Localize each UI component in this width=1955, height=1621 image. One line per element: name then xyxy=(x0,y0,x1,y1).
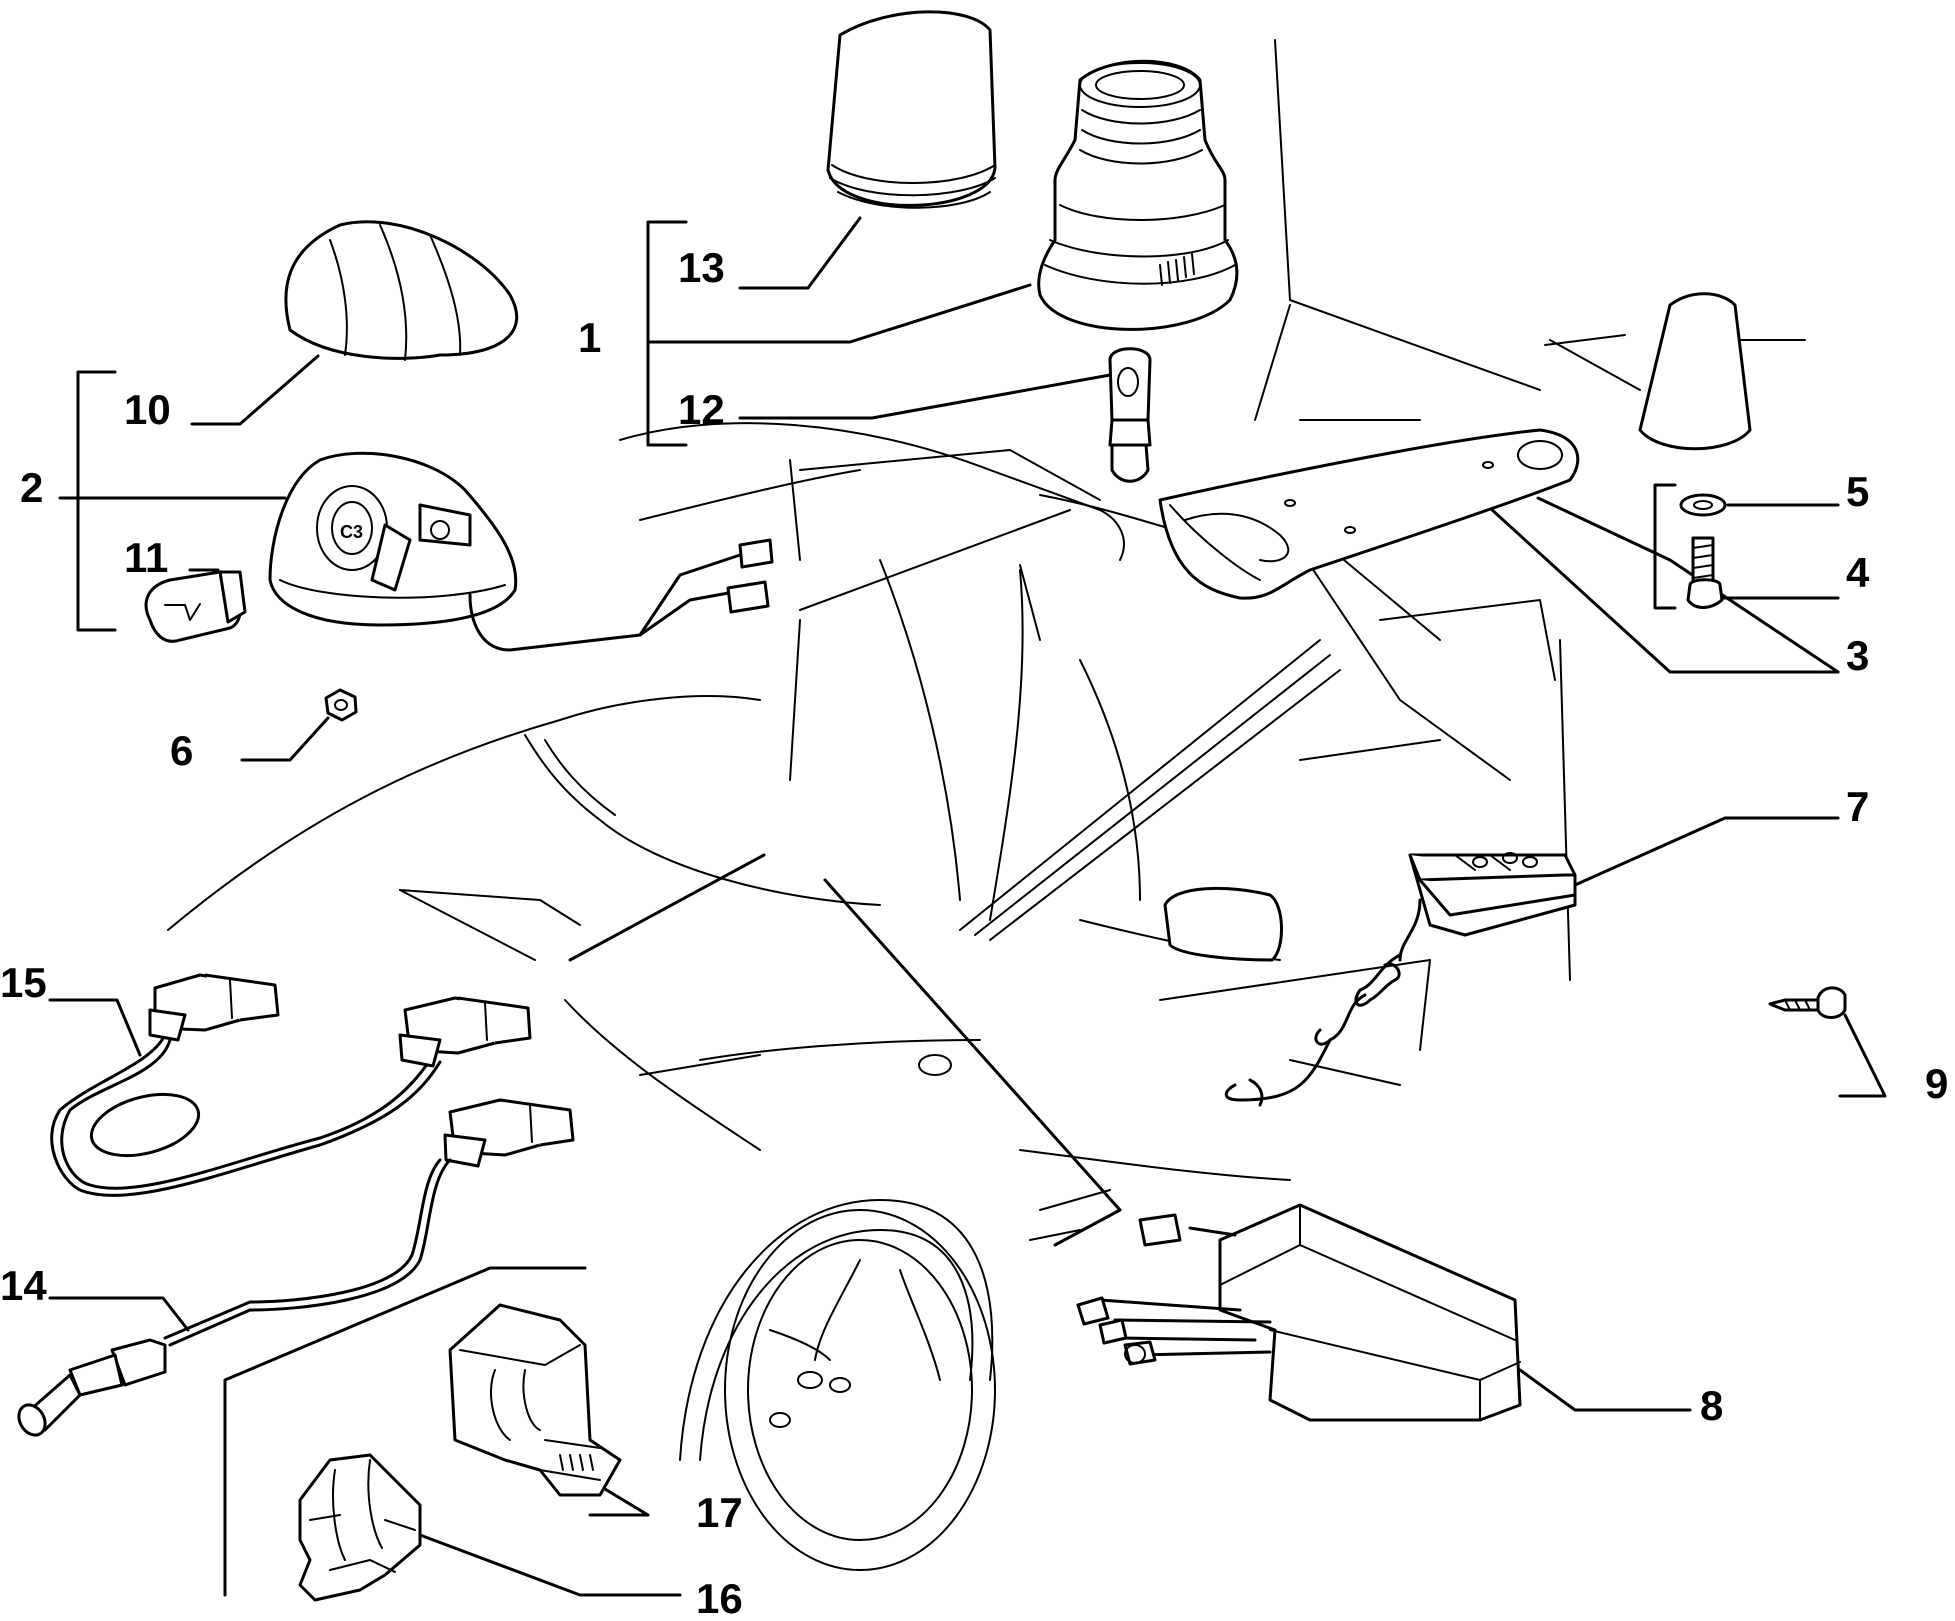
part-3-mounting-bracket xyxy=(1158,428,1580,600)
callout-16: 16 xyxy=(696,1575,743,1621)
callout-2: 2 xyxy=(20,464,43,511)
part-5-washer xyxy=(1679,493,1727,517)
callout-8: 8 xyxy=(1700,1382,1723,1429)
callout-6: 6 xyxy=(170,727,193,774)
part-2-lamp-assembly: C3 xyxy=(268,451,774,652)
callout-17: 17 xyxy=(696,1489,743,1536)
part-9-screw xyxy=(1768,986,1847,1019)
part-13-beacon-cover xyxy=(826,10,997,209)
part-3-marking-text: C3 xyxy=(340,522,363,542)
part-11-bulb xyxy=(144,570,247,643)
part-14-cable xyxy=(17,1098,575,1437)
callout-12: 12 xyxy=(678,386,725,433)
part-15-wiring-harness xyxy=(50,973,532,1197)
callout-5: 5 xyxy=(1846,468,1869,515)
part-10-lens xyxy=(284,220,519,361)
callout-9: 9 xyxy=(1925,1060,1948,1107)
leader-lines xyxy=(48,216,1887,1597)
callout-11: 11 xyxy=(124,534,168,581)
part-8-junction-box xyxy=(1076,1203,1522,1422)
callout-4: 4 xyxy=(1846,549,1870,596)
part-17-connector-housing xyxy=(448,1303,622,1497)
callout-15: 15 xyxy=(0,959,47,1006)
callout-14: 14 xyxy=(0,1262,47,1309)
callout-numbers: 13 1 12 10 2 11 6 5 4 3 7 9 15 14 17 16 … xyxy=(0,244,1948,1621)
callout-3: 3 xyxy=(1846,632,1869,679)
part-6-nut xyxy=(324,688,358,722)
part-cone-magnet xyxy=(1638,292,1752,451)
part-16-retainer-clip xyxy=(298,1453,422,1602)
callout-10: 10 xyxy=(124,386,171,433)
part-1-beacon-body xyxy=(1037,59,1239,331)
car-outline xyxy=(167,39,1806,1571)
part-7-switch-unit xyxy=(1224,852,1577,1107)
callout-7: 7 xyxy=(1846,783,1869,830)
callout-13: 13 xyxy=(678,244,725,291)
part-12-bulb-holder xyxy=(1108,347,1152,483)
callout-1: 1 xyxy=(578,314,601,361)
part-4-screw xyxy=(1686,536,1724,609)
